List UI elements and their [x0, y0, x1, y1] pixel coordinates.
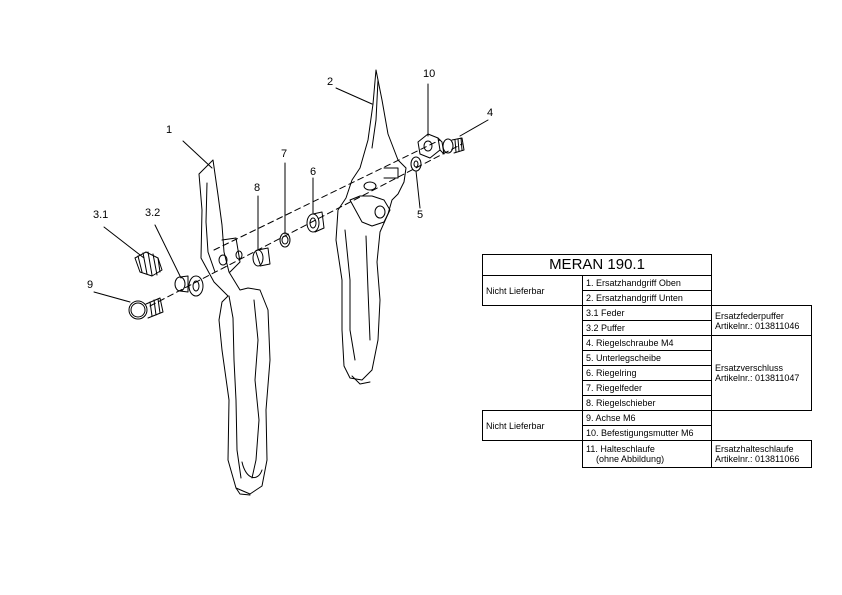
- part-6-ring: [306, 211, 325, 233]
- part-9-axle: [128, 297, 164, 320]
- part-row: 11. Halteschlaufe (ohne Abbildung): [582, 440, 712, 468]
- part-row: 3.2 Puffer: [582, 320, 712, 336]
- callout-2: 2: [327, 76, 334, 88]
- callout-3-1: 3.1: [93, 209, 109, 221]
- part-row: 5. Unterlegscheibe: [582, 350, 712, 366]
- part-2-lower-handle: [335, 69, 407, 385]
- part-3-1-spring: [134, 251, 163, 277]
- callout-10: 10: [423, 68, 436, 80]
- table-title: MERAN 190.1: [482, 254, 712, 276]
- callout-6: 6: [310, 166, 317, 178]
- washer-left: [188, 275, 204, 297]
- callout-7: 7: [281, 148, 288, 160]
- part-row: 4. Riegelschraube M4: [582, 335, 712, 351]
- availability-label: Nicht Lieferbar: [482, 275, 583, 306]
- part-row: 10. Befestigungsmutter M6: [582, 425, 712, 441]
- part-10-nut: [417, 133, 445, 159]
- part-row: 7. Riegelfeder: [582, 380, 712, 396]
- part-5-washer: [410, 156, 422, 172]
- callout-3-2: 3.2: [145, 207, 161, 219]
- part-row: 8. Riegelschieber: [582, 395, 712, 411]
- part-1-upper-handle: [198, 159, 271, 496]
- part-row: 2. Ersatzhandgriff Unten: [582, 290, 712, 306]
- part-row: 3.1 Feder: [582, 305, 712, 321]
- part-8-slider: [252, 247, 271, 267]
- part-4-screw: [442, 137, 465, 154]
- part-row: 6. Riegelring: [582, 365, 712, 381]
- callout-4: 4: [487, 107, 494, 119]
- callout-1: 1: [166, 124, 173, 136]
- parts-list-table: MERAN 190.1 Nicht Lieferbar 1. Ersatzhan…: [482, 254, 812, 468]
- assembly-axis: [149, 143, 463, 307]
- callout-5: 5: [417, 209, 424, 221]
- callout-9: 9: [87, 279, 94, 291]
- availability-label: Nicht Lieferbar: [482, 410, 583, 441]
- callout-8: 8: [254, 182, 261, 194]
- part-row: 1. Ersatzhandgriff Oben: [582, 275, 712, 291]
- part-row: 9. Achse M6: [582, 410, 712, 426]
